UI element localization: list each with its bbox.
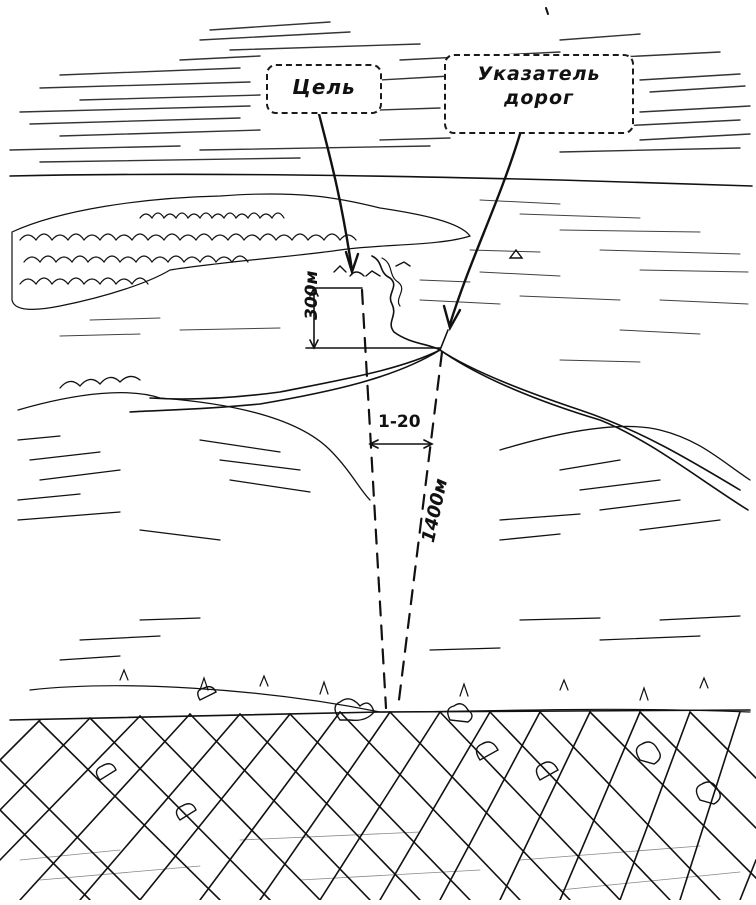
grass	[29, 615, 751, 713]
angle-dimension	[368, 439, 434, 449]
bushes	[95, 685, 721, 821]
net-shading	[19, 831, 741, 891]
field-hatching	[59, 199, 749, 363]
depth-label: 300м	[302, 270, 322, 320]
horizon-line	[9, 173, 753, 187]
roads	[129, 329, 749, 511]
road-sign-label-line1: Указатель	[477, 63, 601, 85]
road-sign-label-line2: дорог	[504, 87, 574, 109]
angle-label: 1-20	[378, 412, 421, 432]
hills	[17, 375, 751, 541]
forest-mass	[11, 193, 471, 310]
camouflage-net	[0, 709, 756, 901]
sight-line-target	[360, 288, 388, 710]
target-label: Цель	[292, 75, 356, 99]
target-callout: Цель	[266, 64, 382, 114]
road-sign-callout: Указатель дорог	[444, 54, 634, 134]
pointer-target	[316, 108, 354, 272]
target-objects	[333, 248, 524, 277]
sight-lines	[360, 288, 444, 710]
pointer-road	[448, 132, 522, 326]
sight-line-road	[396, 350, 444, 710]
depth-dimension	[305, 286, 441, 350]
stream	[371, 255, 441, 351]
callout-pointers	[316, 108, 522, 332]
